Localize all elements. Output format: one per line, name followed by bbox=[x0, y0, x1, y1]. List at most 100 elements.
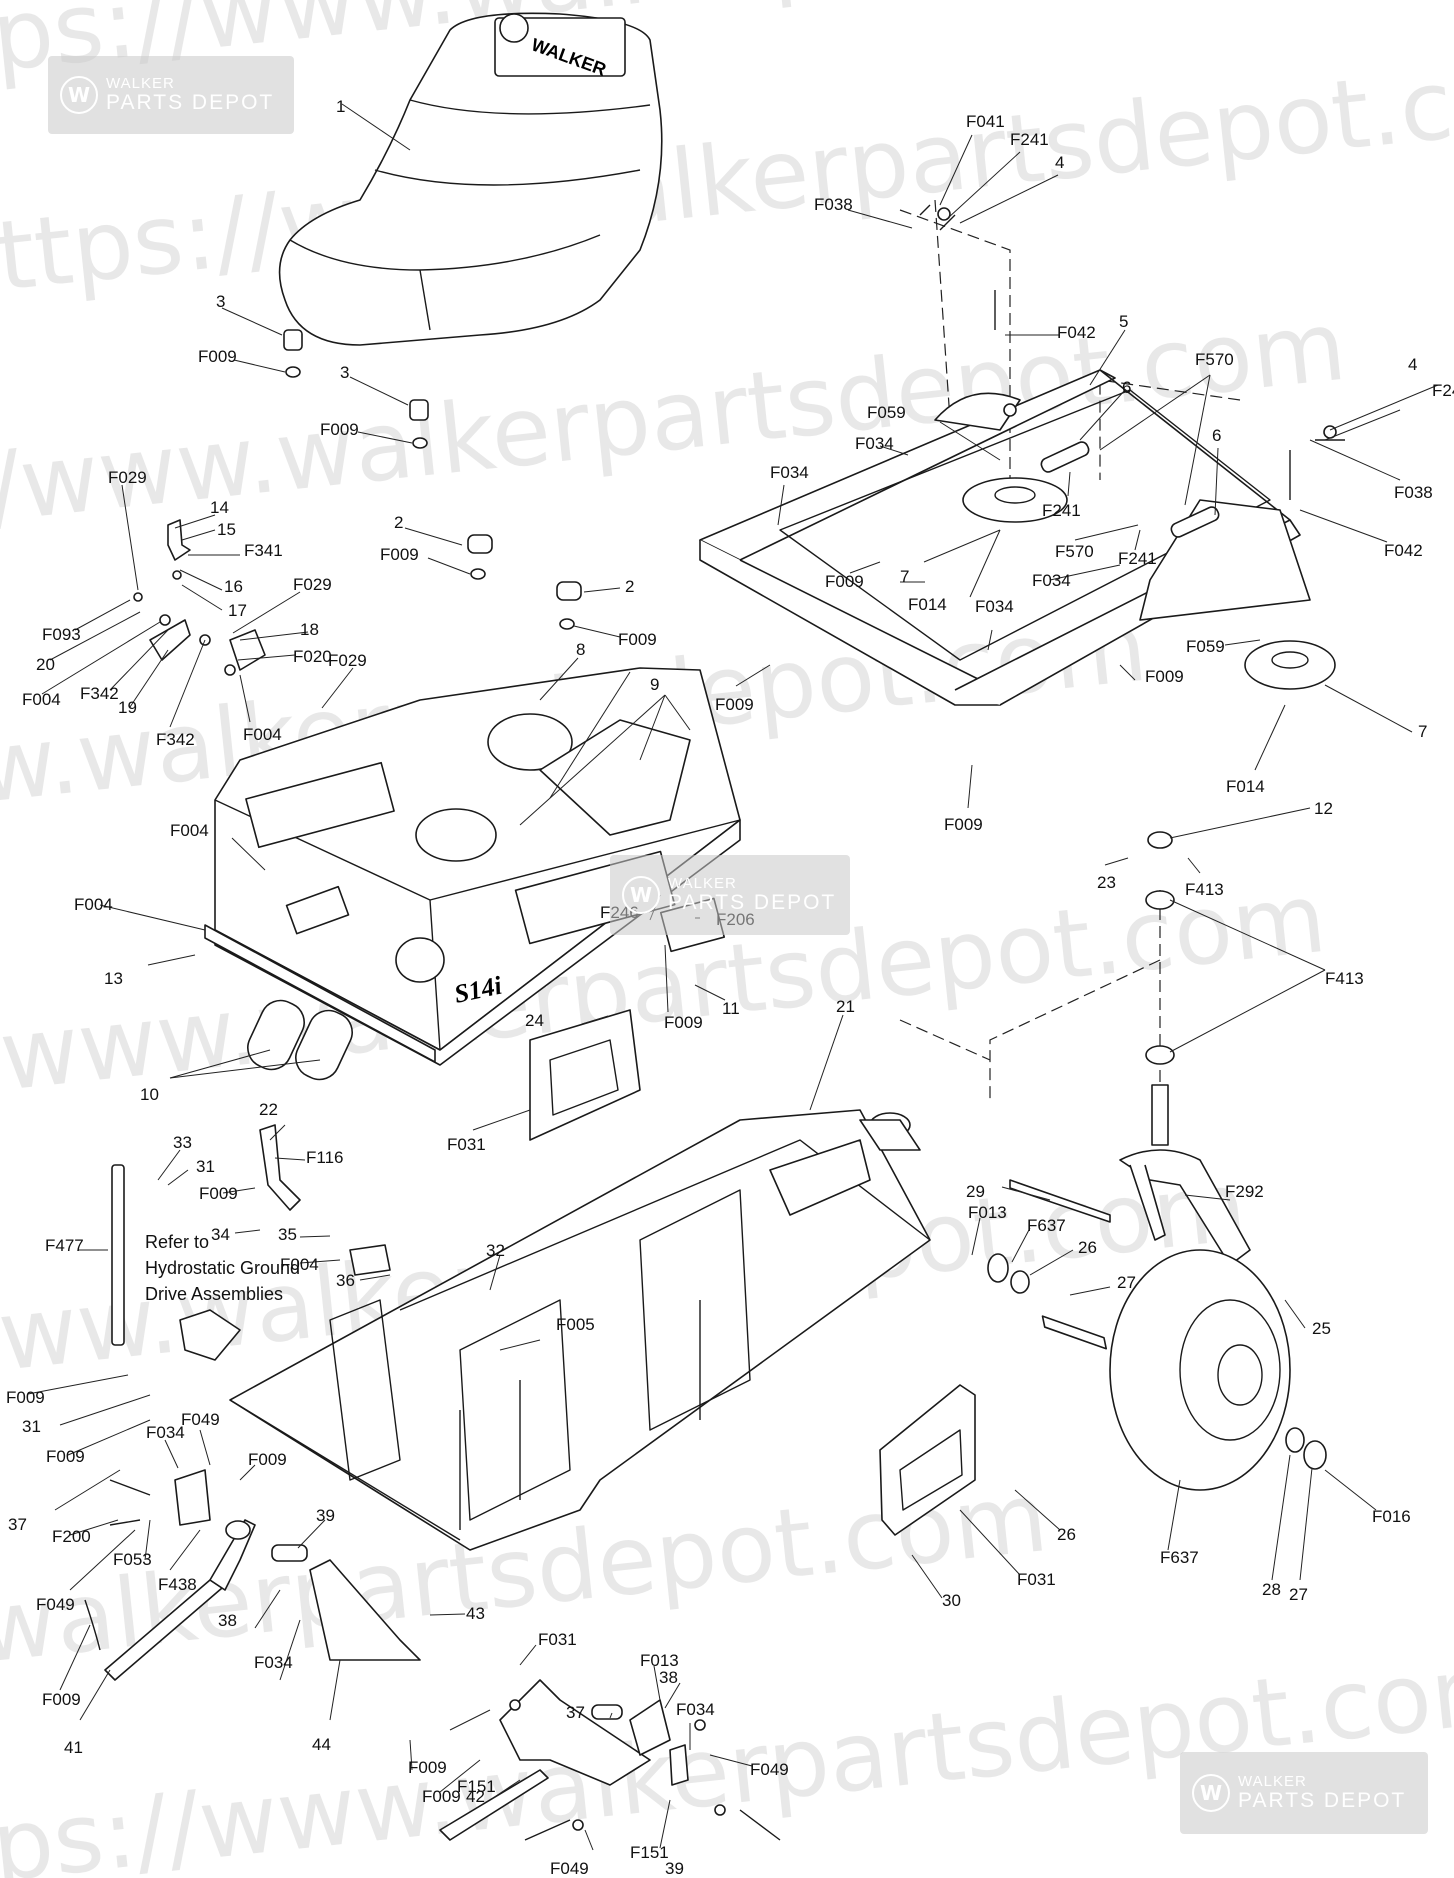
part-callout: F034 bbox=[1032, 571, 1071, 590]
part-callout: F042 bbox=[1384, 541, 1423, 560]
part-callout: F009 bbox=[42, 1690, 81, 1709]
part-callout: F014 bbox=[1226, 777, 1265, 796]
deck-cutout-top bbox=[487, 713, 573, 771]
part-callout: 27 bbox=[1117, 1273, 1136, 1292]
idler-pulley-left bbox=[962, 477, 1068, 523]
part-callout: F009 bbox=[825, 572, 864, 591]
part-callout: 37 bbox=[566, 1703, 585, 1722]
part-callout: F053 bbox=[113, 1550, 152, 1569]
part-callout: 44 bbox=[312, 1735, 331, 1754]
part-callout: 13 bbox=[104, 969, 123, 988]
part-callout: 18 bbox=[300, 620, 319, 639]
side-panel-30 bbox=[879, 1384, 976, 1536]
badge-subtitle: PARTS DEPOT bbox=[1238, 1789, 1407, 1812]
part-callout: F570 bbox=[1195, 350, 1234, 369]
badge-brand: WALKER bbox=[1238, 1773, 1307, 1790]
part-callout: 4 bbox=[1055, 153, 1064, 172]
part-callout: F020 bbox=[293, 647, 332, 666]
part-callout: 14 bbox=[210, 498, 229, 517]
part-callout: 42 bbox=[466, 1787, 485, 1806]
part-callout: F004 bbox=[74, 895, 113, 914]
part-callout: 24 bbox=[525, 1011, 544, 1030]
part-callout: F014 bbox=[908, 595, 947, 614]
part-callout: F013 bbox=[640, 1651, 679, 1670]
part-callout: F034 bbox=[254, 1653, 293, 1672]
part-callout: 6 bbox=[1212, 426, 1221, 445]
bearing-27 bbox=[1285, 1427, 1305, 1453]
part-callout: 41 bbox=[64, 1738, 83, 1757]
part-callout: F009 bbox=[422, 1787, 461, 1806]
part-callout: F031 bbox=[447, 1135, 486, 1154]
part-callout: 26 bbox=[1057, 1525, 1076, 1544]
part-callout: F034 bbox=[146, 1423, 185, 1442]
part-callout: 11 bbox=[722, 999, 740, 1018]
part-callout: 27 bbox=[1289, 1585, 1308, 1604]
part-callout: 16 bbox=[224, 577, 243, 596]
idler-pulley-right bbox=[1244, 640, 1336, 690]
caster-wheel-assembly bbox=[987, 831, 1327, 1491]
part-callout: F009 bbox=[715, 695, 754, 714]
part-callout: F009 bbox=[46, 1447, 85, 1466]
part-callout: 34 bbox=[211, 1225, 230, 1244]
seal-26 bbox=[1303, 1440, 1327, 1470]
part-callout: 5 bbox=[1119, 312, 1128, 331]
part-callout: 7 bbox=[1418, 722, 1427, 741]
part-callout: F093 bbox=[42, 625, 81, 644]
gas-spring-32 bbox=[111, 1164, 125, 1346]
badge-subtitle: PARTS DEPOT bbox=[668, 891, 837, 914]
part-callout: F059 bbox=[867, 403, 906, 422]
part-callout: 30 bbox=[942, 1591, 961, 1610]
seat-bumpers bbox=[283, 329, 582, 630]
part-callout: F004 bbox=[170, 821, 209, 840]
part-callout: F241 bbox=[1042, 501, 1081, 520]
part-callout: F341 bbox=[244, 541, 283, 560]
badge-subtitle: PARTS DEPOT bbox=[106, 91, 275, 114]
walker-logo-icon bbox=[499, 13, 529, 43]
caster-tire bbox=[1109, 1249, 1291, 1491]
part-callout: F049 bbox=[750, 1760, 789, 1779]
part-callout: F034 bbox=[855, 434, 894, 453]
part-callout: F009 bbox=[320, 420, 359, 439]
watermark-badge-center: W WALKER PARTS DEPOT bbox=[610, 855, 850, 935]
part-callout: 39 bbox=[316, 1506, 335, 1525]
part-callout: 23 bbox=[1097, 873, 1116, 892]
badge-brand: WALKER bbox=[668, 875, 737, 892]
part-callout: F241 bbox=[1118, 549, 1157, 568]
part-callout: 29 bbox=[966, 1182, 985, 1201]
part-callout: F013 bbox=[968, 1203, 1007, 1222]
part-callout: 3 bbox=[340, 363, 349, 382]
part-callout: F637 bbox=[1027, 1216, 1066, 1235]
part-callout: F292 bbox=[1225, 1182, 1264, 1201]
part-callout: F034 bbox=[975, 597, 1014, 616]
part-callout: F438 bbox=[158, 1575, 197, 1594]
part-callout: F342 bbox=[80, 684, 119, 703]
part-callout: F009 bbox=[199, 1184, 238, 1203]
callout-labels: 13F0093F0092F0092F009F041F2414F038F04256… bbox=[6, 97, 1454, 1878]
part-callout: 37 bbox=[8, 1515, 27, 1534]
bearing-24-bottom bbox=[1145, 1045, 1175, 1065]
part-callout: F016 bbox=[1372, 1507, 1411, 1526]
part-callout: 38 bbox=[659, 1668, 678, 1687]
walker-logo-icon: W bbox=[622, 876, 660, 914]
part-callout: 9 bbox=[650, 675, 659, 694]
part-callout: F342 bbox=[156, 730, 195, 749]
part-callout: F004 bbox=[280, 1255, 319, 1274]
part-callout: F413 bbox=[1325, 969, 1364, 988]
watermark-badge-bottom-right: W WALKER PARTS DEPOT bbox=[1180, 1752, 1428, 1834]
part-callout: F009 bbox=[618, 630, 657, 649]
part-callout: F031 bbox=[538, 1630, 577, 1649]
bearing-24-top bbox=[1145, 890, 1175, 910]
part-callout: 8 bbox=[576, 640, 585, 659]
part-callout: 21 bbox=[836, 997, 855, 1016]
note-line-3: Drive Assemblies bbox=[145, 1284, 283, 1304]
part-callout: 31 bbox=[196, 1157, 215, 1176]
part-callout: 31 bbox=[22, 1417, 41, 1436]
part-callout: 17 bbox=[228, 601, 247, 620]
leader-lines bbox=[27, 103, 1439, 1851]
part-callout: F059 bbox=[1186, 637, 1225, 656]
part-callout: 43 bbox=[466, 1604, 485, 1623]
part-callout: 39 bbox=[665, 1859, 684, 1878]
deck-cutout-mid bbox=[415, 808, 497, 862]
part-callout: 2 bbox=[625, 577, 634, 596]
part-callout: F009 bbox=[248, 1450, 287, 1469]
